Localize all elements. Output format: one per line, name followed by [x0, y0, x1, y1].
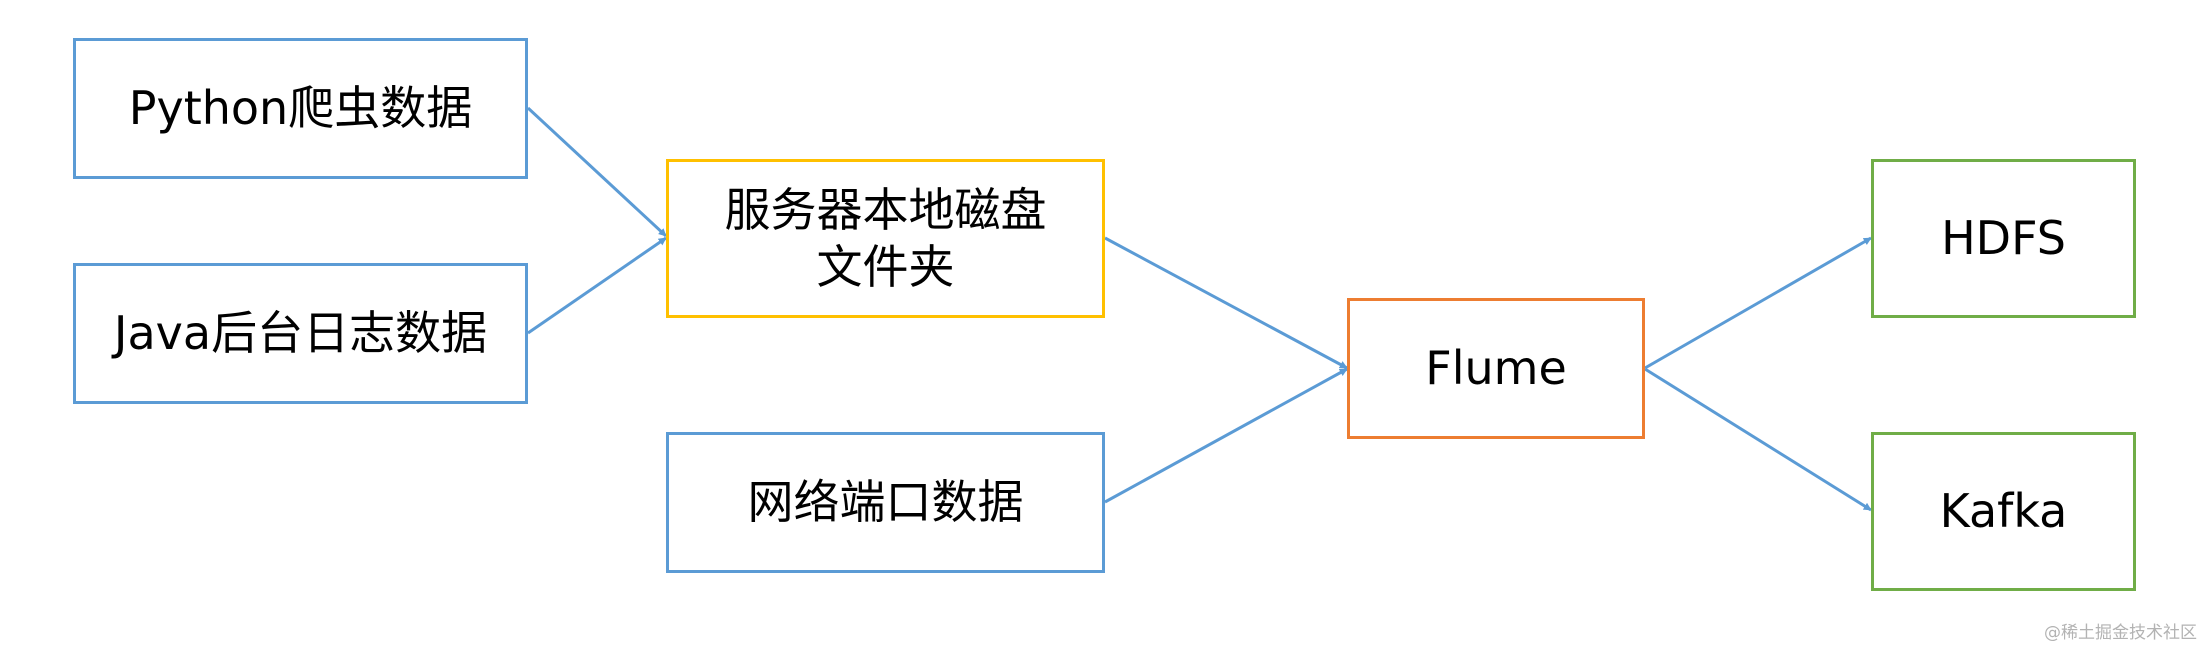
node-flume: Flume: [1347, 298, 1645, 439]
edge-flume-to-kafka: [1644, 367, 1872, 512]
node-kafka: Kafka: [1871, 432, 2136, 591]
node-label: Flume: [1425, 341, 1567, 396]
node-server-local-disk-folder: 服务器本地磁盘 文件夹: [666, 159, 1105, 318]
node-label: HDFS: [1941, 211, 2066, 266]
node-label: Python爬虫数据: [128, 81, 473, 136]
watermark: @稀土掘金技术社区: [2044, 623, 2197, 643]
edge-java-to-disk: [527, 236, 667, 335]
edge-disk-to-flume: [1104, 236, 1348, 370]
edge-network-to-flume: [1104, 367, 1348, 504]
node-python-crawler-data: Python爬虫数据: [73, 38, 528, 179]
node-label: Java后台日志数据: [113, 306, 488, 361]
node-label: 网络端口数据: [747, 475, 1024, 530]
edge-flume-to-hdfs: [1644, 236, 1872, 370]
edge-python-to-disk: [526, 106, 668, 238]
node-label: 服务器本地磁盘 文件夹: [724, 183, 1047, 294]
node-hdfs: HDFS: [1871, 159, 2136, 318]
node-label: Kafka: [1939, 484, 2068, 539]
node-java-backend-log-data: Java后台日志数据: [73, 263, 528, 404]
node-network-port-data: 网络端口数据: [666, 432, 1105, 573]
